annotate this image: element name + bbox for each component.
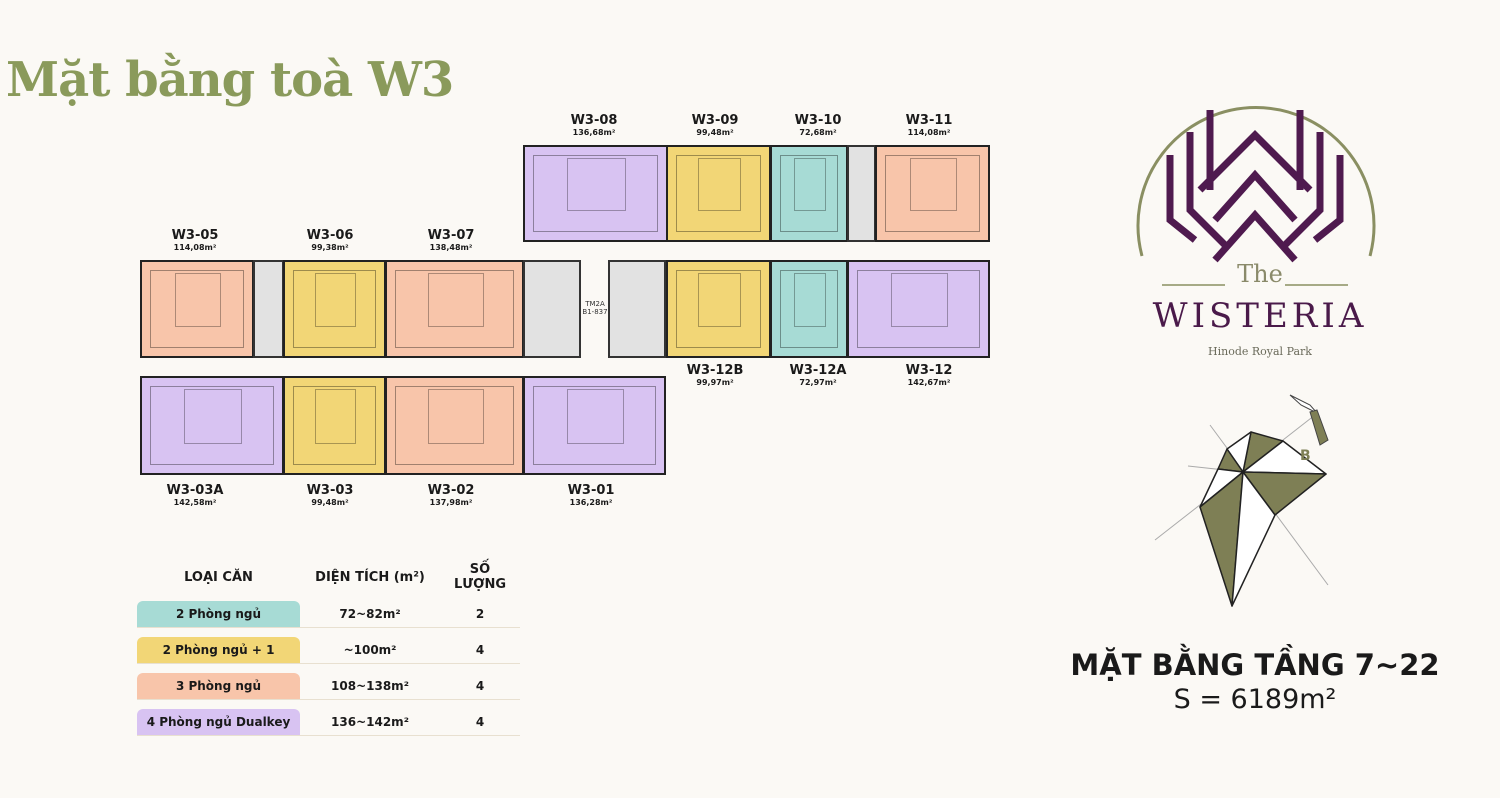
table-row: 2 Phòng ngủ 72~82m² 2 [137,601,520,628]
stair-core [253,260,284,358]
unit-w3-12b[interactable] [666,260,771,358]
unit-type: 4 Phòng ngủ Dualkey [137,709,300,736]
unit-w3-07[interactable] [385,260,524,358]
logo-the: The [1237,260,1283,288]
table-row: 2 Phòng ngủ + 1 ~100m² 4 [137,637,520,664]
unit-w3-01[interactable] [523,376,666,475]
logo-mark-icon [1136,106,1376,286]
unit-count: 2 [440,601,520,628]
unit-w3-09[interactable] [666,145,771,242]
unit-w3-12a[interactable] [770,260,848,358]
core-label: TM2A B1-837 [582,300,608,316]
unit-type-table: LOẠI CĂN DIỆN TÍCH (m²) SỐ LƯỢNG 2 Phòng… [137,553,520,745]
logo-name: WISTERIA [1152,296,1368,336]
elevator-core-left [523,260,581,358]
unit-count: 4 [440,673,520,700]
unit-area: 136~142m² [300,709,440,736]
unit-type: 2 Phòng ngủ + 1 [137,637,300,664]
unit-w3-03[interactable] [283,376,386,475]
header-type: LOẠI CĂN [184,569,253,585]
unit-type: 2 Phòng ngủ [137,601,300,628]
compass-icon: B [1154,394,1329,607]
unit-w3-08[interactable] [523,145,668,242]
unit-w3-06[interactable] [283,260,386,358]
unit-w3-11[interactable] [875,145,990,242]
unit-area: ~100m² [300,637,440,664]
wisteria-logo: The WISTERIA Hinode Royal Park [1120,60,1400,380]
compass-letter: B [1300,448,1311,464]
table-row: 3 Phòng ngủ 108~138m² 4 [137,673,520,700]
elevator-core-right [608,260,666,358]
page-title: Mặt bằng toà W3 [6,52,454,108]
unit-w3-12[interactable] [847,260,990,358]
table-row: 4 Phòng ngủ Dualkey 136~142m² 4 [137,709,520,736]
unit-w3-10[interactable] [770,145,848,242]
logo-subtitle: Hinode Royal Park [1208,345,1312,358]
unit-w3-03a[interactable] [140,376,284,475]
header-count: SỐ LƯỢNG [453,562,507,592]
unit-count: 4 [440,637,520,664]
unit-area: 108~138m² [300,673,440,700]
stair-core [847,145,876,242]
floor-title: MẶT BẰNG TẦNG 7~22 [1070,648,1440,682]
unit-w3-02[interactable] [385,376,524,475]
unit-area: 72~82m² [300,601,440,628]
unit-w3-05[interactable] [140,260,254,358]
unit-count: 4 [440,709,520,736]
header-area: DIỆN TÍCH (m²) [315,569,425,585]
floor-area: S = 6189m² [1173,684,1337,715]
unit-type: 3 Phòng ngủ [137,673,300,700]
